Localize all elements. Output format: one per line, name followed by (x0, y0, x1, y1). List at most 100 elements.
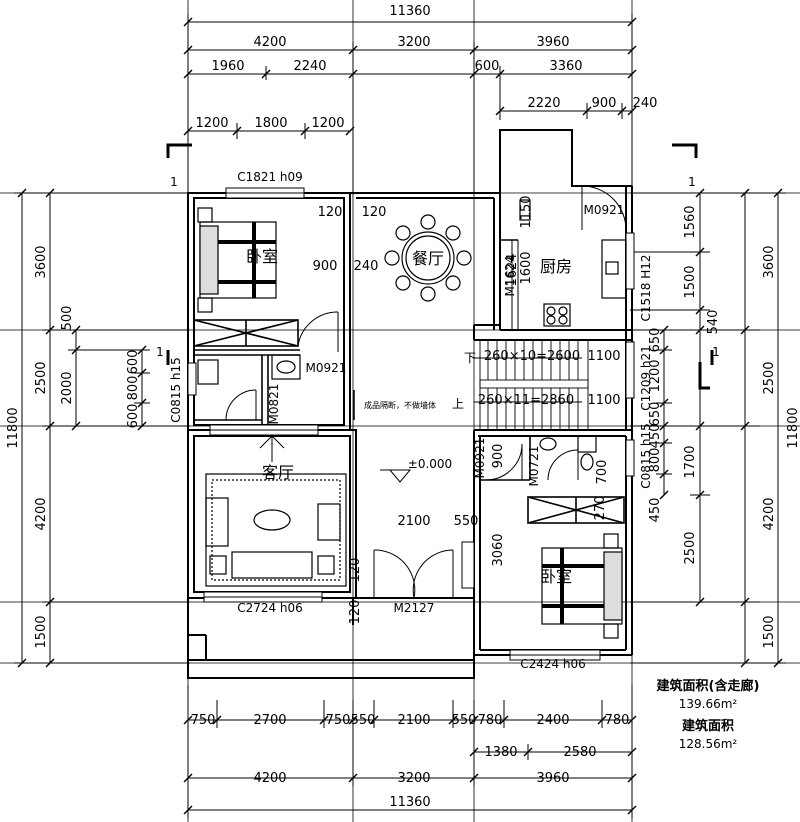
tag-c2424: C2424 h06 (520, 657, 586, 671)
dim-top-r2-1: 2240 (293, 59, 326, 74)
dim-top-r2-0: 1960 (211, 59, 244, 74)
dim-right-in-10: 2500 (683, 531, 698, 564)
dim-bot-total: 11360 (389, 795, 430, 810)
dimension-text-left: 3600 2500 4200 1500 11800 500 2000 600 8… (6, 245, 141, 648)
bathroom-fixtures (197, 354, 597, 471)
dim-bot-r1-3: 550 (351, 713, 376, 728)
area-label-2: 建筑面积 (682, 718, 734, 734)
dim-right-in-0: 1560 (683, 205, 698, 238)
room-bedroom-2: 卧室 (540, 567, 572, 586)
door-swings (225, 185, 627, 599)
dim-left-in-0: 500 (60, 306, 75, 331)
dim-left-3: 1500 (34, 615, 49, 648)
tag-c0815-right: C0815 h15 (639, 423, 653, 489)
dim-left-in-4: 600 (126, 404, 141, 429)
stairs (474, 339, 589, 431)
dim-bot-r1-5: 550 (452, 713, 477, 728)
tag-m0921-right: M0921 (473, 438, 487, 479)
dim-int-13: 700 (595, 460, 610, 485)
tag-stair-down: 下 (464, 351, 476, 365)
dim-right-in-1: 1500 (683, 265, 698, 298)
tag-partition-note: 成品隔断，不做墙体 (364, 400, 436, 410)
tag-c1209: C1209 h21 (639, 345, 653, 411)
dim-right-in-5: 650 (648, 402, 663, 427)
dim-right-in-3: 650 (648, 328, 663, 353)
elevation-marker (380, 469, 412, 483)
tag-labels: C1821 h09 M0921 C1518 H12 M1624 M0921 C0… (156, 170, 720, 671)
dim-right-2: 4200 (762, 497, 777, 530)
dim-left-2: 4200 (34, 497, 49, 530)
dim-right-in-7: 800 (648, 448, 663, 473)
dim-top-r3-2: 1200 (311, 116, 344, 131)
room-dining: 餐厅 (412, 249, 444, 268)
dim-right-0: 3600 (762, 245, 777, 278)
dim-top-r2-2: 600 (475, 59, 500, 74)
section-mark-4: 1 (712, 345, 720, 359)
kitchen-counter (519, 199, 627, 327)
dim-left-in-2: 600 (126, 350, 141, 375)
dim-bot-r3-1: 3200 (397, 771, 430, 786)
dim-int-14: 270 (593, 496, 608, 521)
bed-2 (541, 533, 623, 639)
dimension-text-right: 3600 2500 4200 1500 11800 1560 1500 540 … (648, 205, 800, 648)
tag-elevation: ±0.000 (408, 457, 452, 471)
dim-bot-r2-1: 2580 (563, 745, 596, 760)
dim-bot-r3-2: 3960 (536, 771, 569, 786)
dim-top-r3-4: 900 (592, 96, 617, 111)
room-bedroom-1: 卧室 (246, 247, 278, 266)
dim-int-15: 2100 (397, 514, 430, 529)
dim-bot-r3-0: 4200 (253, 771, 286, 786)
dim-int-0: 120 (318, 205, 343, 220)
tag-c0815-left: C0815 h15 (169, 357, 183, 423)
tag-m1624: M1624 (503, 256, 517, 297)
dim-int-8: 1100 (587, 349, 620, 364)
room-living: 客厅 (262, 463, 294, 482)
dim-int-7: 260×10=2600 (484, 349, 580, 364)
dim-bot-r2-0: 1380 (484, 745, 517, 760)
tag-m0721: M0721 (527, 446, 541, 487)
room-labels: 卧室 餐厅 厨房 客厅 卧室 (246, 247, 572, 586)
dim-int-9: 260×11=2860 (478, 393, 574, 408)
dim-right-in-9: 450 (648, 498, 663, 523)
dim-top-r3-1: 1800 (254, 116, 287, 131)
dim-int-16: 550 (454, 514, 479, 529)
dim-right-3: 1500 (762, 615, 777, 648)
tag-stair-up: 上 (452, 397, 464, 411)
dim-int-12: 900 (491, 444, 506, 469)
dim-top-r3-3: 2220 (527, 96, 560, 111)
bed-1 (197, 207, 277, 313)
tag-m0821: M0821 (267, 384, 281, 425)
section-mark-1: 1 (170, 175, 178, 189)
dim-int-5: 1600 (519, 251, 534, 284)
dim-right-in-6: 450 (648, 424, 663, 449)
dim-bot-r1-0: 750 (191, 713, 216, 728)
windows (187, 187, 635, 661)
area-label-1: 建筑面积(含走廊) (657, 678, 760, 694)
dim-int-4: 1150 (519, 195, 534, 228)
area-summary: 建筑面积(含走廊) 139.66m² 建筑面积 128.56m² (657, 678, 760, 751)
dim-int-3: 900 (313, 259, 338, 274)
section-mark-2: 1 (688, 175, 696, 189)
dim-top-r3-5: 240 (633, 96, 658, 111)
stair-treads (487, 340, 579, 430)
dim-left-in-1: 2000 (60, 371, 75, 404)
tag-m0921-kitchen: M0921 (584, 203, 625, 217)
dim-left-0: 3600 (34, 245, 49, 278)
dim-bot-r1-2: 750 (326, 713, 351, 728)
dim-int-17: 120 (348, 558, 363, 583)
living-arrow (259, 435, 285, 462)
dim-bot-r1-7: 2400 (536, 713, 569, 728)
dim-top-r1-2: 3960 (536, 35, 569, 50)
dim-left-in-3: 800 (126, 376, 141, 401)
dimension-text-top: 11360 4200 3200 3960 1960 2240 600 3360 … (195, 4, 657, 131)
section-mark-3: 1 (156, 345, 164, 359)
tag-m0921-bed: M0921 (306, 361, 347, 375)
dim-int-1: 120 (362, 205, 387, 220)
dim-int-11: 3060 (491, 533, 506, 566)
dim-right-in-2: 540 (706, 310, 721, 335)
dim-bot-r1-4: 2100 (397, 713, 430, 728)
tag-c2724: C2724 h06 (237, 601, 303, 615)
dim-int-2: 240 (354, 259, 379, 274)
dim-top-r1-0: 4200 (253, 35, 286, 50)
